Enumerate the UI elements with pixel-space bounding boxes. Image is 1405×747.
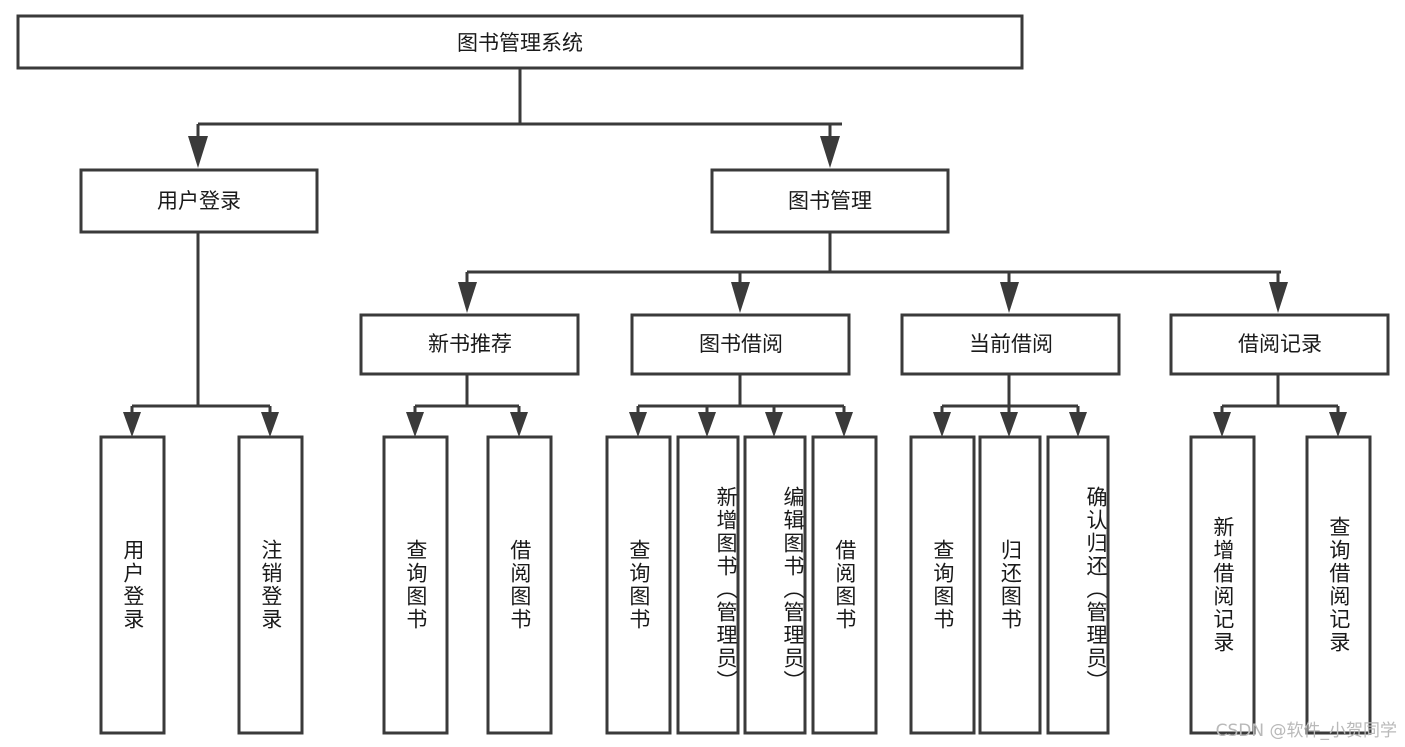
- node-borrow-record-label: 借阅记录: [1238, 332, 1322, 356]
- arrow-head-leaf-borrow-book-2: [835, 412, 853, 437]
- node-leaf-return-book[interactable]: [978, 435, 1042, 735]
- arrow-head-current-borrow: [1000, 282, 1019, 313]
- csdn-watermark: CSDN @软件_小贺同学: [1215, 721, 1397, 741]
- node-book-borrow[interactable]: [630, 313, 851, 376]
- node-leaf-user-login[interactable]: [99, 435, 166, 735]
- node-current-borrow-label: 当前借阅: [969, 332, 1053, 356]
- node-book-manage-label: 图书管理: [788, 189, 872, 213]
- arrow-head-leaf-return-book: [1000, 412, 1018, 437]
- arrow-head-leaf-query-record: [1329, 412, 1347, 437]
- arrow-head-leaf-query-book-3: [933, 412, 951, 437]
- edges-borrow-record-to-leaves: [1213, 374, 1347, 437]
- node-leaf-query-book-1[interactable]: [382, 435, 449, 735]
- arrow-head-borrow-record: [1269, 282, 1288, 313]
- edges-new-book-to-leaves: [406, 374, 528, 437]
- node-leaf-add-book[interactable]: [676, 435, 740, 735]
- arrow-head-leaf-borrow-book-1: [510, 412, 528, 437]
- node-leaf-logout[interactable]: [237, 435, 304, 735]
- node-new-book-recommend-label: 新书推荐: [428, 332, 512, 356]
- arrow-head-leaf-add-record: [1213, 412, 1231, 437]
- node-leaf-edit-book[interactable]: [743, 435, 807, 735]
- arrow-head-book-borrow: [731, 282, 750, 313]
- node-book-manage[interactable]: [710, 168, 950, 234]
- node-book-borrow-label: 图书借阅: [699, 332, 783, 356]
- arrow-head-leaf-edit-book: [765, 412, 783, 437]
- arrow-head-user-login: [188, 136, 208, 168]
- node-leaf-query-book-2[interactable]: [605, 435, 672, 735]
- edges-user-login-to-leaves: [123, 232, 279, 437]
- edges-book-manage-to-level3: [458, 232, 1288, 313]
- node-leaf-query-record[interactable]: [1305, 435, 1372, 735]
- node-leaf-query-book-3[interactable]: [909, 435, 976, 735]
- node-user-login[interactable]: [79, 168, 319, 234]
- node-leaf-add-record[interactable]: [1189, 435, 1256, 735]
- arrow-head-leaf-confirm-return: [1069, 412, 1087, 437]
- arrow-head-leaf-add-book: [698, 412, 716, 437]
- arrow-head-leaf-logout: [261, 412, 279, 437]
- arrow-head-leaf-query-book-1: [406, 412, 424, 437]
- node-current-borrow[interactable]: [900, 313, 1121, 376]
- arrow-head-leaf-query-book-2: [629, 412, 647, 437]
- node-borrow-record[interactable]: [1169, 313, 1390, 376]
- node-leaf-confirm-return[interactable]: [1046, 435, 1110, 735]
- node-root[interactable]: [16, 14, 1024, 70]
- node-new-book-recommend[interactable]: [359, 313, 580, 376]
- node-leaf-borrow-book-1[interactable]: [486, 435, 553, 735]
- edges-root-to-level2: [188, 68, 842, 168]
- node-root-label: 图书管理系统: [457, 31, 583, 55]
- arrow-head-book-manage: [820, 136, 840, 168]
- node-leaf-borrow-book-2[interactable]: [811, 435, 878, 735]
- edges-current-borrow-to-leaves: [933, 374, 1087, 437]
- edges-book-borrow-to-leaves: [629, 374, 853, 437]
- arrow-head-leaf-user-login: [123, 412, 141, 437]
- arrow-head-new-book-recommend: [458, 282, 477, 313]
- node-user-login-label: 用户登录: [157, 189, 241, 213]
